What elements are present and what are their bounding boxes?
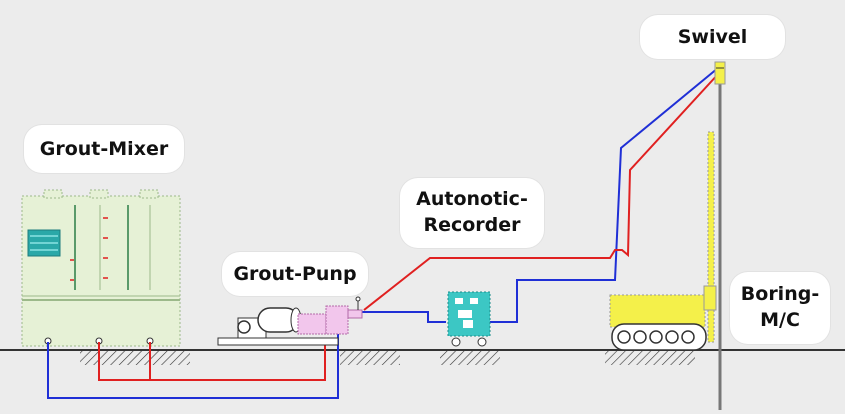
grout-pump-label: Grout-Punp (222, 252, 368, 296)
return-line-branch (99, 338, 326, 381)
return-line-to-recorder (363, 71, 721, 311)
boring-machine (609, 70, 722, 410)
swivel-label: Swivel (640, 15, 785, 59)
grout-mixer-label: Grout-Mixer (24, 125, 184, 173)
grout-pump (217, 296, 363, 346)
recorder-text-line1: Autonotic- (416, 188, 528, 210)
ground-hatch-mixer (80, 351, 190, 365)
ground-hatch-pump (340, 351, 400, 365)
boring-machine-text-line2: M/C (760, 309, 800, 331)
ground-hatch-boring (605, 351, 695, 365)
boring-machine-label: Boring- M/C (730, 272, 830, 344)
boring-machine-text-line1: Boring- (740, 283, 820, 305)
grout-mixer-text: Grout-Mixer (39, 138, 169, 160)
grout-mixer (21, 189, 181, 347)
supply-line-to-swivel (490, 67, 719, 323)
swivel-text: Swivel (677, 26, 748, 48)
swivel (714, 61, 726, 85)
recorder-text-line2: Recorder (423, 214, 521, 236)
ground-hatch-recorder (440, 351, 500, 365)
grout-pump-text: Grout-Punp (233, 263, 357, 285)
autonotic-recorder (447, 291, 491, 347)
recorder-label: Autonotic- Recorder (400, 178, 544, 248)
